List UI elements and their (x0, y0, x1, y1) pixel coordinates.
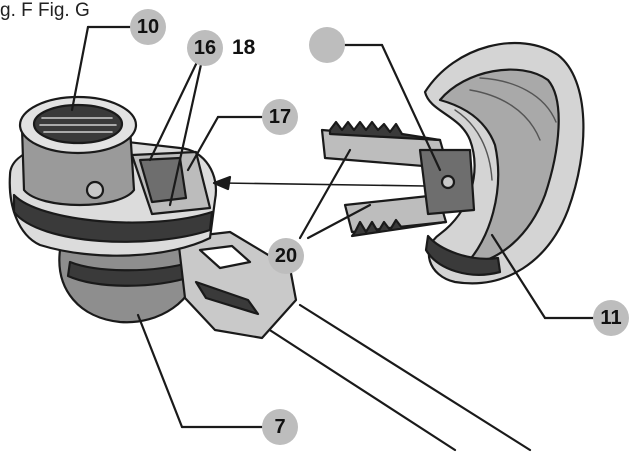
guard-arm-lower-teeth (350, 218, 448, 238)
install-direction-arrowhead (212, 175, 232, 191)
shaft-mount (176, 230, 298, 340)
leader-16b (168, 58, 204, 207)
shaft-line-lower (260, 323, 457, 452)
leader-16a (148, 58, 200, 162)
callout-17: 17 (262, 99, 298, 135)
leader-blank-b (380, 43, 442, 172)
guard-arm-upper-teeth (328, 120, 442, 142)
leader-11b (490, 233, 547, 320)
install-direction-arrow (221, 182, 426, 187)
callout-7: 7 (262, 409, 298, 445)
spool-knob (85, 180, 105, 200)
guard-latch-pin (440, 174, 456, 190)
callout-11: 11 (593, 300, 629, 336)
callout-20: 20 (268, 238, 304, 274)
leader-20a (298, 148, 352, 240)
leader-17b (186, 115, 220, 172)
guard-mount-tab-face (138, 156, 188, 204)
callout-blank (309, 27, 345, 63)
edge-guard-ribs (454, 77, 557, 181)
figure-caption: g. F Fig. G (0, 0, 90, 21)
callout-16: 16 (187, 30, 223, 66)
deck-rim (12, 193, 214, 243)
shaft-mount-clip (198, 244, 252, 270)
shaft-mount-label-band (194, 280, 260, 316)
edge-guard-hinge (424, 234, 502, 276)
callout-10: 10 (130, 9, 166, 45)
leader-20b (306, 203, 372, 240)
edge-guard-inner-rim (438, 68, 560, 267)
leader-10b (70, 25, 90, 112)
shaft-line-upper (298, 303, 532, 452)
leader-7b (136, 313, 184, 429)
label-18: 18 (232, 36, 256, 59)
spool-cap-ribs (39, 117, 117, 133)
spool-cap-inner (32, 103, 124, 145)
